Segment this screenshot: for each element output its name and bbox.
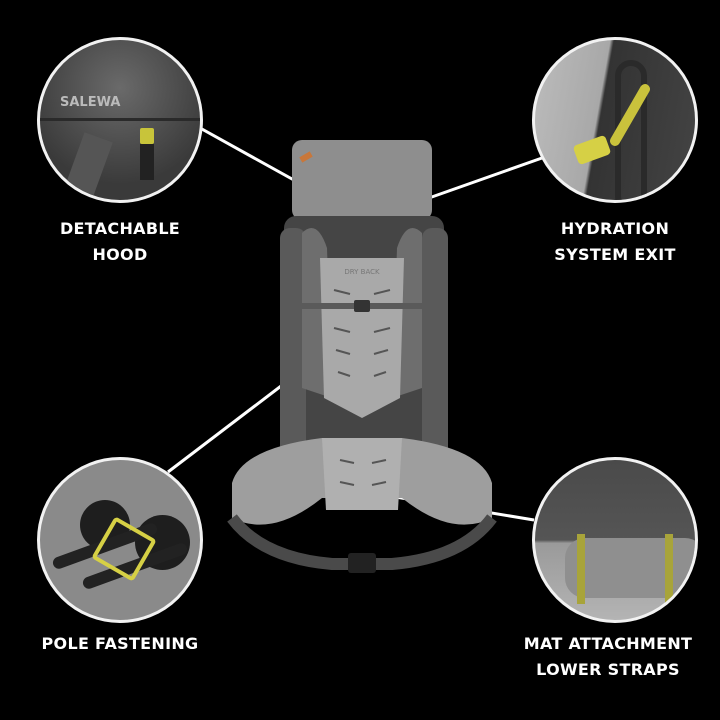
salewa-logo: SALEWA <box>60 95 121 110</box>
backpanel-text: DRY BACK <box>344 268 380 276</box>
detail-circle-mat <box>532 457 698 623</box>
bite-valve-icon <box>572 134 612 166</box>
label-pole-fastening: POLE FASTENING <box>41 634 199 653</box>
detail-circle-pole <box>37 457 203 623</box>
label-hydration-system-exit: HYDRATION SYSTEM EXIT <box>554 219 676 264</box>
backpack-image: DRY BACK <box>227 140 497 573</box>
mat-strap-right <box>665 534 673 604</box>
buckle-icon <box>140 128 154 144</box>
label-mat-attachment-lower-straps: MAT ATTACHMENT LOWER STRAPS <box>523 634 693 679</box>
mat-strap-left <box>577 534 585 604</box>
detail-circle-hood: SALEWA <box>37 37 203 203</box>
detail-circle-hydration <box>532 37 698 203</box>
label-detachable-hood: DETACHABLE HOOD <box>59 219 181 264</box>
connector-pole <box>167 381 286 474</box>
